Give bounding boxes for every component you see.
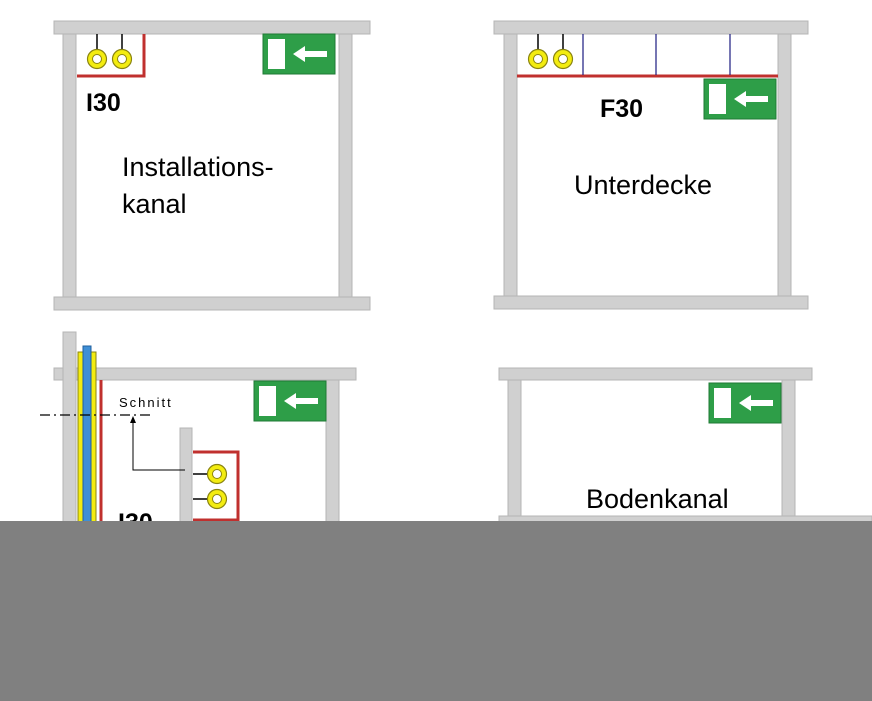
emergency-exit-arrow-left-icon xyxy=(703,78,777,120)
fire-rated-duct xyxy=(193,450,240,522)
left-wall xyxy=(503,33,518,297)
left-wall xyxy=(507,379,522,521)
panel-label-line-2: kanal xyxy=(122,189,187,219)
rating-label: F30 xyxy=(600,95,643,123)
floor-slab xyxy=(53,296,371,311)
ceiling-slab xyxy=(498,367,813,381)
emergency-exit-arrow-left-icon xyxy=(253,380,327,422)
occluded-region xyxy=(0,521,872,701)
panel-label: Unterdecke xyxy=(574,170,712,200)
section-arrow-icon xyxy=(130,416,136,423)
riser-pipe-blue xyxy=(82,345,92,533)
cable-ring-icon xyxy=(86,48,108,70)
left-wall xyxy=(62,331,77,533)
right-wall xyxy=(325,379,340,531)
section-label: Schnitt xyxy=(119,395,173,410)
panel-unterdecke: F30 Unterdecke xyxy=(493,20,809,310)
panel-installationskanal: I30 Installations- kanal xyxy=(53,20,371,311)
panel-label-line-1: Installations- xyxy=(122,152,274,182)
cable-ring-icon xyxy=(206,463,228,485)
emergency-exit-arrow-left-icon xyxy=(262,33,336,75)
cable-ring-icon xyxy=(111,48,133,70)
panel-label: Bodenkanal xyxy=(586,484,729,514)
right-wall xyxy=(777,33,792,297)
ceiling-slab xyxy=(53,367,357,381)
panel-schacht: Schnitt I30 xyxy=(40,331,357,537)
section-leader xyxy=(132,420,185,471)
cable-ring-icon xyxy=(552,48,574,70)
ceiling-slab xyxy=(493,20,809,35)
cable-ring-icon xyxy=(527,48,549,70)
floor-slab xyxy=(493,295,809,310)
emergency-exit-arrow-left-icon xyxy=(708,382,782,424)
partition-wall xyxy=(179,427,193,533)
ceiling-slab xyxy=(53,20,371,35)
right-wall xyxy=(781,379,796,521)
cable-ring-icon xyxy=(206,488,228,510)
fire-rated-duct xyxy=(77,34,146,78)
right-wall xyxy=(338,33,353,298)
left-wall xyxy=(62,33,77,298)
panel-bodenkanal: Bodenkanal xyxy=(498,367,872,525)
rating-label: I30 xyxy=(86,89,121,117)
